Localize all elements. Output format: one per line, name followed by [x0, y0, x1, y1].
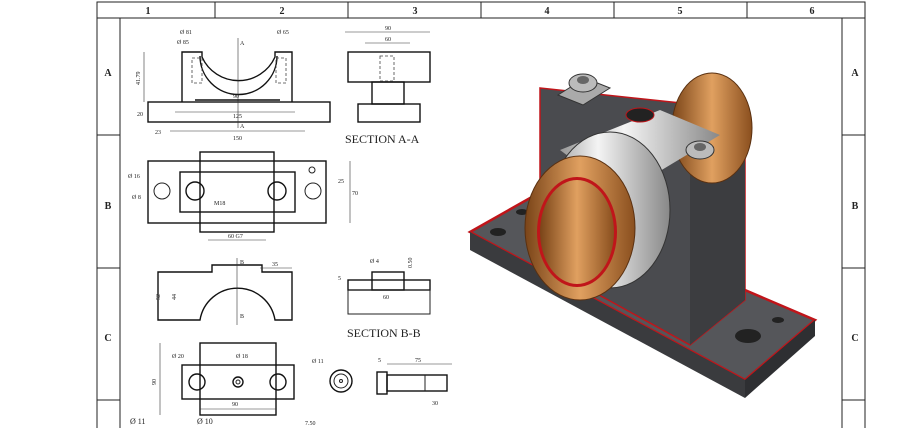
cap-view: Ø 20 Ø 18 90 90 [152, 342, 295, 416]
section-b-b-view: Ø 4 0.50 5 60 SECTION B-B [338, 258, 431, 340]
column-label: 5 [678, 6, 683, 17]
row-label: B [852, 201, 859, 212]
dimension-label: Ø 4 [370, 259, 379, 265]
dimension-label: 30 [432, 401, 438, 407]
dimension-label: 44 [172, 294, 178, 300]
dimension-label: Ø 11 [130, 417, 145, 426]
row-label: A [104, 68, 112, 79]
dimension-label: 5 [378, 358, 381, 364]
mounting-hole [735, 329, 761, 343]
dimension-label: 90 [232, 402, 238, 408]
dimension-label: 90 [152, 379, 158, 385]
column-label: 3 [413, 6, 418, 17]
dimension-label: 60 [385, 37, 391, 43]
dimension-label: Ø 8 [132, 195, 141, 201]
section-marker: B [240, 260, 244, 266]
dimension-label: 0.50 [408, 258, 414, 269]
section-marker: B [240, 314, 244, 320]
dimension-label: Ø 16 [128, 174, 140, 180]
dimension-label: 52 [156, 294, 162, 300]
pillow-block-3d-render [467, 72, 818, 398]
dimension-label: 25 [338, 179, 344, 185]
dimension-label: Ø 18 [236, 354, 248, 360]
dimension-label: 150 [233, 136, 242, 142]
row-labels: A B C A B C [104, 68, 859, 344]
dimension-label: Ø 20 [172, 354, 184, 360]
dimension-label: 23 [155, 130, 161, 136]
section-marker: A [240, 41, 245, 47]
dimension-label: 41.79 [136, 72, 142, 86]
dimension-label: 70 [352, 191, 358, 197]
row-label: C [851, 333, 858, 344]
bore [540, 180, 614, 284]
dimension-label: 5 [338, 276, 341, 282]
dimension-label: Ø 11 [312, 359, 324, 365]
dimension-label: Ø 65 [277, 30, 289, 36]
section-b-b-title: SECTION B-B [347, 326, 421, 340]
dimension-label: M18 [214, 201, 225, 207]
dimension-label: 35 [272, 262, 278, 268]
sheet-frame [96, 1, 866, 428]
dimension-label: 20 [137, 112, 143, 118]
dimension-label: 60 G7 [228, 234, 243, 240]
dimension-label: 60 [383, 295, 389, 301]
top-view: Ø 16 Ø 8 M18 25 70 60 G7 [128, 151, 358, 241]
bolt-view: 5 75 30 [376, 358, 452, 407]
section-a-a-view: 90 60 SECTION A-A [345, 26, 431, 146]
section-a-a-title: SECTION A-A [345, 132, 420, 146]
column-label: 4 [545, 6, 550, 17]
row-label: C [104, 333, 111, 344]
dimension-label: 75 [415, 358, 421, 364]
nut-view: Ø 11 [312, 359, 353, 393]
dimension-label: Ø 81 [180, 30, 192, 36]
dimension-label: Ø 85 [177, 40, 189, 46]
dimension-label: 90 [233, 94, 239, 100]
section-marker: A [240, 124, 245, 130]
dimension-label: 7.50 [305, 421, 316, 427]
row-label: A [851, 68, 859, 79]
side-view: B B 35 52 44 [156, 258, 293, 325]
dimension-label: 125 [233, 114, 242, 120]
oil-hole [625, 107, 655, 123]
bottom-notes: Ø 11 Ø 10 7.50 [130, 417, 316, 427]
row-label: B [105, 201, 112, 212]
column-label: 2 [280, 6, 285, 17]
front-view: Ø 81 Ø 85 Ø 65 A A 41.79 90 20 125 23 15… [136, 30, 331, 142]
dimension-label: 90 [385, 26, 391, 32]
column-labels: 1 2 3 4 5 6 [146, 6, 815, 17]
dimension-label: Ø 10 [197, 417, 213, 426]
column-label: 1 [146, 6, 151, 17]
column-label: 6 [810, 6, 815, 17]
